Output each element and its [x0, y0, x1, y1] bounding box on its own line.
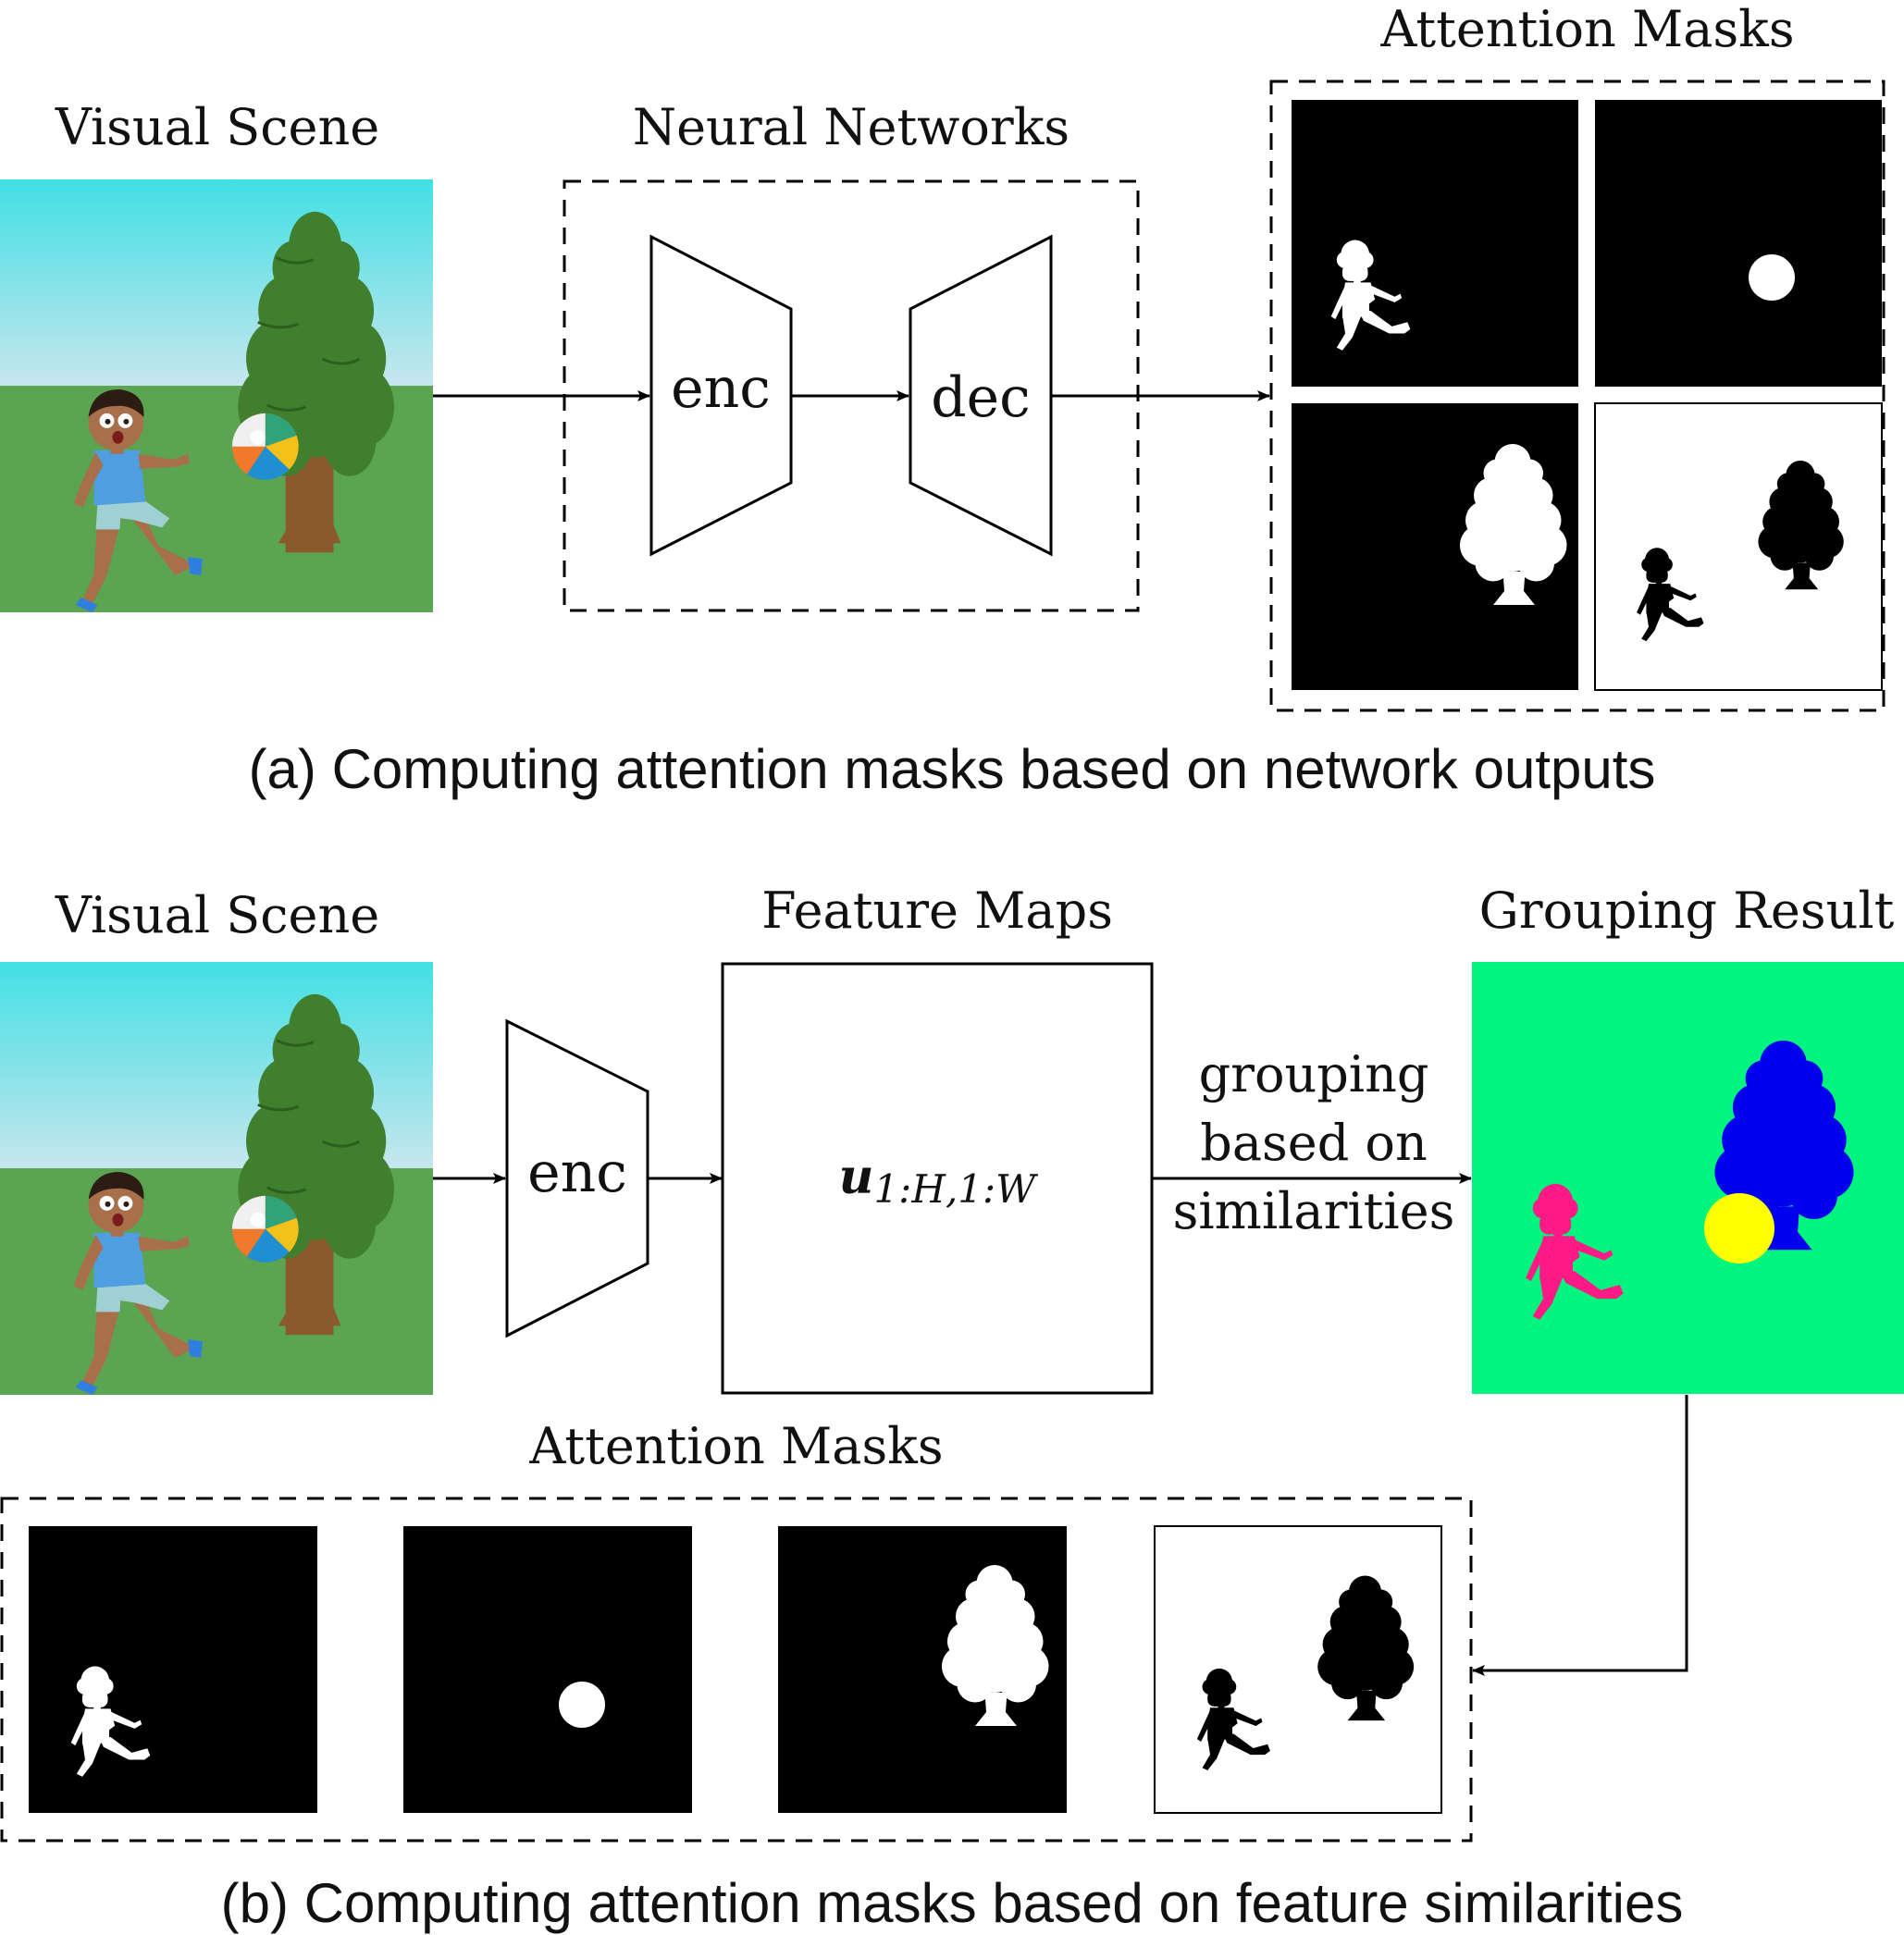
decoder-label: dec: [931, 365, 1031, 430]
grouping-result-label: Grouping Result: [1479, 881, 1895, 940]
mask-background-a: [1594, 402, 1883, 691]
grouping-result-image: [1472, 962, 1904, 1394]
encoder-trapezoid-a: [649, 234, 793, 557]
visual-scene-image-a: [0, 178, 435, 614]
decoder-trapezoid: [909, 234, 1053, 557]
mask-ball-b: [403, 1526, 692, 1813]
feature-symbol-subscript: 1:H,1:W: [873, 1166, 1039, 1212]
encoder-trapezoid-b: [505, 1018, 649, 1338]
arrow-grouping-to-masks: [1472, 1395, 1688, 1676]
mask-person-b: [29, 1526, 317, 1813]
caption-b: (b) Computing attention masks based on f…: [221, 1872, 1684, 1934]
panel-a: Visual Scene Neural Networks Attention M…: [0, 0, 1885, 800]
mask-tree-b: [778, 1526, 1067, 1813]
caption-a: (a) Computing attention masks based on n…: [249, 738, 1656, 800]
mask-ball-a: [1595, 100, 1882, 387]
panel-b: Visual Scene Feature Maps Grouping Resul…: [0, 881, 1904, 1934]
attention-masks-box-b: [0, 1497, 1473, 1843]
grouping-text-line2: based on: [1200, 1114, 1427, 1172]
neural-networks-label: Neural Networks: [633, 98, 1069, 156]
grouping-text-line3: similarities: [1173, 1182, 1455, 1240]
visual-scene-label-a: Visual Scene: [55, 98, 379, 156]
attention-masks-label-b: Attention Masks: [528, 1417, 943, 1475]
mask-person-a: [1292, 100, 1578, 387]
feature-maps-label: Feature Maps: [761, 881, 1113, 940]
encoder-label-b: enc: [527, 1140, 627, 1205]
visual-scene-label-b: Visual Scene: [55, 886, 379, 944]
feature-maps-box: [721, 962, 1154, 1395]
mask-background-b: [1154, 1525, 1442, 1814]
mask-tree-a: [1292, 403, 1578, 690]
attention-masks-label-a: Attention Masks: [1379, 0, 1794, 58]
grouping-text-line1: grouping: [1199, 1045, 1429, 1103]
feature-symbol: u1:H,1:W: [839, 1149, 1040, 1212]
visual-scene-image-b: [0, 960, 435, 1397]
encoder-label-a: enc: [671, 356, 771, 421]
attention-masks-box-a: [1269, 80, 1885, 712]
feature-symbol-main: u: [839, 1149, 874, 1205]
